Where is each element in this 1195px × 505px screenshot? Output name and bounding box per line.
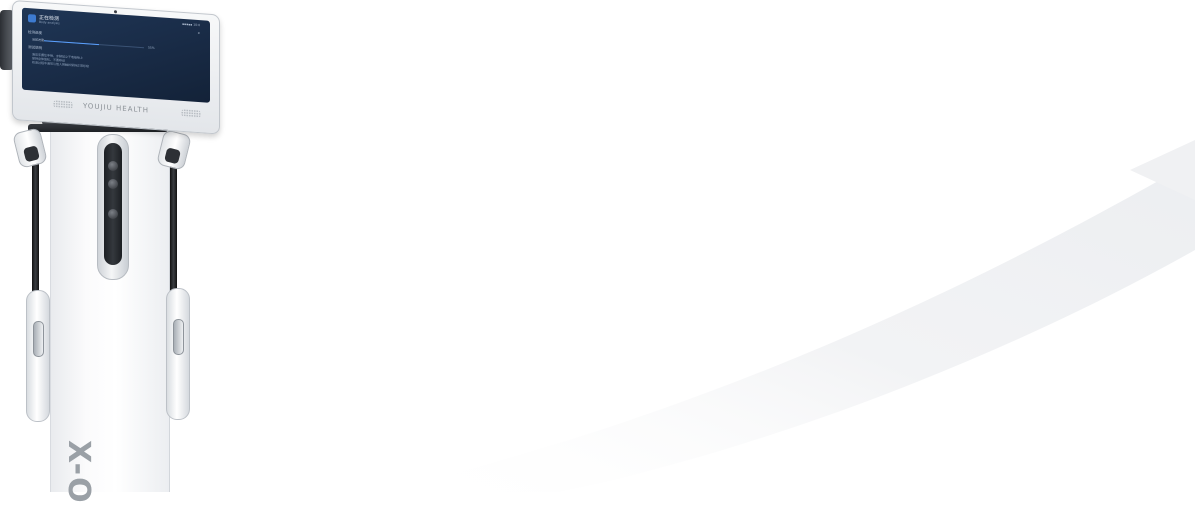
section-title-progress: 检测进度 <box>28 30 42 36</box>
side-brand-text: X-O <box>61 440 96 505</box>
progress-fill <box>44 40 99 46</box>
left-handle-cable <box>32 150 39 300</box>
app-subtitle: Body analysis <box>39 19 60 26</box>
sensor-light <box>108 179 118 189</box>
screen-header: 正在检测 Body analysis ▪▪▪▪▪ 10:0 ✕ <box>28 14 204 38</box>
sensor-light <box>108 209 118 219</box>
right-handle-cable <box>170 150 177 300</box>
tablet-display: 正在检测 Body analysis ▪▪▪▪▪ 10:0 ✕ 检测进度 当前进… <box>12 0 220 135</box>
background-swoosh <box>380 140 1195 492</box>
section-title-instructions: 测试说明 <box>28 45 42 51</box>
device-column <box>50 120 170 492</box>
progress-percent: 55% <box>148 45 155 50</box>
left-grip-electrode <box>33 321 44 357</box>
left-handle-clip <box>12 127 48 169</box>
body-composition-analyzer: X-O 正在检测 Body <box>0 0 230 505</box>
instruction-line: 检测过程中请勿与他人接触并保持正常呼吸 <box>32 60 90 69</box>
sensor-strip <box>104 143 122 265</box>
status-bar: ▪▪▪▪▪ 10:0 <box>182 21 200 28</box>
right-hand-electrode <box>166 288 190 420</box>
close-icon[interactable]: ✕ <box>197 30 200 36</box>
right-grip-electrode <box>173 319 184 355</box>
handle-holder-bar <box>28 124 168 132</box>
tablet-mount <box>0 10 14 70</box>
app-logo-icon <box>28 14 36 23</box>
sensor-panel <box>97 134 129 280</box>
tablet-screen: 正在检测 Body analysis ▪▪▪▪▪ 10:0 ✕ 检测进度 当前进… <box>22 7 210 103</box>
progress-bar <box>44 40 144 49</box>
progress-label: 当前进度 <box>32 37 45 43</box>
sensor-light <box>108 161 118 171</box>
left-hand-electrode <box>26 290 50 422</box>
camera-icon <box>114 10 117 14</box>
